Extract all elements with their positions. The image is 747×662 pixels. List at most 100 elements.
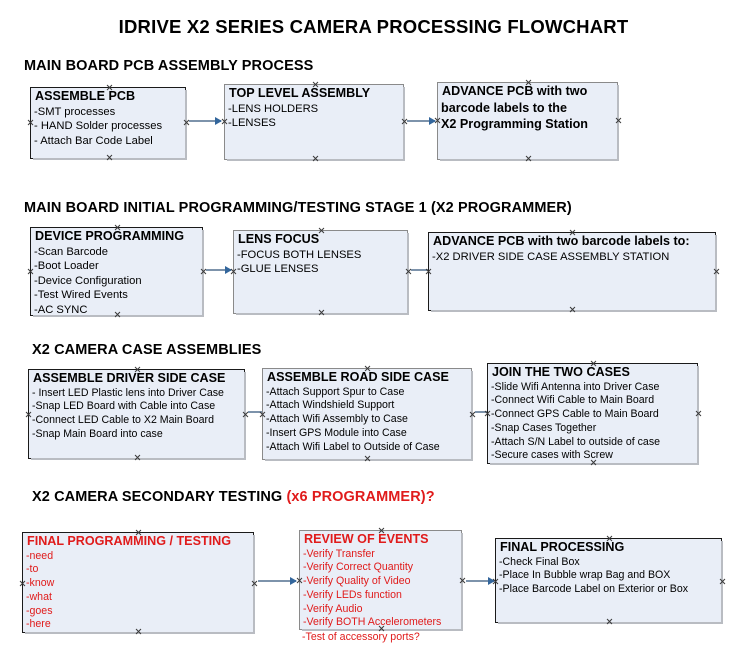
box-final-programming-testing[interactable]: FINAL PROGRAMMING / TESTING -need -to -k… <box>22 532 255 634</box>
box-line: -Slide Wifi Antenna into Driver Case <box>491 380 660 393</box>
box-body: -Slide Wifi Antenna into Driver Case -Co… <box>488 381 697 464</box>
box-line: -GLUE LENSES <box>237 263 319 276</box>
box-shadow-bottom <box>431 310 717 312</box>
box-line: -to <box>26 563 39 576</box>
review-of-events-overflow-line: -Test of accessory ports? <box>302 631 420 643</box>
arrow-head-icon <box>215 117 222 125</box>
box-line: -Scan Barcode <box>34 245 109 258</box>
box-line: -SMT processes <box>34 105 116 118</box>
box-line: -LENSES <box>228 117 276 130</box>
box-shadow-right <box>721 541 723 624</box>
box-line: -Verify Quality of Video <box>303 575 411 588</box>
box-shadow-bottom <box>25 632 255 634</box>
box-shadow-bottom <box>33 158 187 160</box>
box-line: -Connect LED Cable to X2 Main Board <box>32 414 214 427</box>
box-shadow-bottom <box>227 159 405 161</box>
box-title: ASSEMBLE DRIVER SIDE CASE <box>33 371 226 385</box>
box-line: -Verify LEDs function <box>303 588 402 601</box>
box-line: -Verify Correct Quantity <box>303 561 414 574</box>
arrow-head-icon <box>290 577 297 585</box>
box-title: LENS FOCUS <box>238 232 320 246</box>
box-lens-focus[interactable]: LENS FOCUS -FOCUS BOTH LENSES -GLUE LENS… <box>233 230 409 315</box>
box-line: -what <box>26 590 52 603</box>
arrow-head-icon <box>429 117 436 125</box>
box-line: -Snap Main Board into case <box>32 427 163 440</box>
box-line: -here <box>26 618 51 631</box>
box-shadow-bottom <box>236 313 409 315</box>
box-device-programming[interactable]: DEVICE PROGRAMMING -Scan Barcode -Boot L… <box>30 227 204 318</box>
box-body: - Insert LED Plastic lens into Driver Ca… <box>29 387 244 442</box>
box-title: ASSEMBLE PCB <box>35 89 136 103</box>
box-shadow-bottom <box>440 159 619 161</box>
box-line: -know <box>26 577 55 590</box>
box-line: -Verify Audio <box>303 602 363 615</box>
box-shadow-right <box>403 87 405 161</box>
box-shadow-right <box>617 85 619 161</box>
box-shadow-right <box>244 372 246 460</box>
box-body: -X2 DRIVER SIDE CASE ASSEMBLY STATION <box>429 250 715 265</box>
box-title: ADVANCE PCB with two barcode labels to: <box>433 234 690 248</box>
box-review-of-events[interactable]: REVIEW OF EVENTS -Verify Transfer -Verif… <box>299 530 463 631</box>
box-line: -Secure cases with Screw <box>491 449 613 462</box>
box-title: JOIN THE TWO CASES <box>492 365 630 379</box>
page-title: IDRIVE X2 SERIES CAMERA PROCESSING FLOWC… <box>118 16 629 37</box>
box-line: -Place In Bubble wrap Bag and BOX <box>499 569 671 582</box>
box-shadow-bottom <box>265 459 473 461</box>
box-body: -LENS HOLDERS -LENSES <box>225 102 403 131</box>
box-shadow-bottom <box>33 315 204 317</box>
box-line: -LENS HOLDERS <box>228 102 319 115</box>
arrow-review-to-final-processing <box>466 577 495 585</box>
arrow-top-level-to-advance-pcb <box>407 117 436 125</box>
box-shadow-right <box>461 533 463 631</box>
box-body: -FOCUS BOTH LENSES -GLUE LENSES <box>234 248 407 277</box>
box-shadow-right <box>471 371 473 461</box>
box-line: - HAND Solder processes <box>34 120 163 133</box>
box-line: -AC SYNC <box>34 303 88 316</box>
box-shadow-right <box>407 233 409 315</box>
box-advance-pcb-programming-station[interactable]: ADVANCE PCB with two barcode labels to t… <box>437 82 619 161</box>
box-line: barcode labels to the <box>441 100 567 115</box>
box-line: -Attach Wifi Label to Outside of Case <box>266 440 440 453</box>
box-shadow-bottom <box>490 463 699 465</box>
arrow-device-programming-to-lens-focus <box>206 266 232 274</box>
section-heading-x2-camera-case-assemblies: X2 CAMERA CASE ASSEMBLIES <box>32 342 262 358</box>
arrow-assemble-pcb-to-top-level <box>189 117 222 125</box>
box-line: -Test Wired Events <box>34 289 128 302</box>
box-line: -Verify Transfer <box>303 547 375 560</box>
box-join-the-two-cases[interactable]: JOIN THE TWO CASES -Slide Wifi Antenna i… <box>487 363 699 465</box>
box-title: TOP LEVEL ASSEMBLY <box>229 86 371 100</box>
section-heading-accent: (x6 PROGRAMMER)? <box>286 489 435 505</box>
box-line: -Verify BOTH Accelerometers <box>303 616 442 629</box>
box-title: ADVANCE PCB with two <box>442 84 588 98</box>
box-body: -Verify Transfer -Verify Correct Quantit… <box>300 548 461 631</box>
box-line: -Attach Support Spur to Case <box>266 385 405 398</box>
box-line: -Connect GPS Cable to Main Board <box>491 408 659 421</box>
box-assemble-road-side-case[interactable]: ASSEMBLE ROAD SIDE CASE -Attach Support … <box>262 368 473 461</box>
box-body: barcode labels to the X2 Programming Sta… <box>438 100 617 133</box>
box-line: -goes <box>26 604 53 617</box>
box-body: -Scan Barcode -Boot Loader -Device Confi… <box>31 245 202 318</box>
box-line: -X2 DRIVER SIDE CASE ASSEMBLY STATION <box>432 250 670 263</box>
arrow-head-icon <box>488 577 495 585</box>
box-title: FINAL PROGRAMMING / TESTING <box>27 534 232 548</box>
box-assemble-driver-side-case[interactable]: ASSEMBLE DRIVER SIDE CASE - Insert LED P… <box>28 369 246 460</box>
box-final-processing[interactable]: FINAL PROCESSING -Check Final Box -Place… <box>495 538 723 624</box>
box-line: -Check Final Box <box>499 555 580 568</box>
box-line: -Attach Windshield Support <box>266 399 395 412</box>
box-line: -Snap LED Board with Cable into Case <box>32 400 216 413</box>
box-shadow-right <box>202 230 204 317</box>
box-top-level-assembly[interactable]: TOP LEVEL ASSEMBLY -LENS HOLDERS -LENSES <box>224 84 405 161</box>
box-line: -Place Barcode Label on Exterior or Box <box>499 583 689 596</box>
section-heading-main-board-initial-programming: MAIN BOARD INITIAL PROGRAMMING/TESTING S… <box>24 200 572 216</box>
box-line: -Attach Wifi Assembly to Case <box>266 413 408 426</box>
box-shadow-right <box>185 90 187 160</box>
box-body: -need -to -know -what -goes -here <box>23 550 253 633</box>
box-shadow-right <box>715 235 717 312</box>
box-shadow-bottom <box>31 458 246 460</box>
box-line: -FOCUS BOTH LENSES <box>237 248 362 261</box>
box-line: -Attach S/N Label to outside of case <box>491 435 661 448</box>
box-advance-pcb-driver-side-station[interactable]: ADVANCE PCB with two barcode labels to: … <box>428 232 717 312</box>
box-line: -Snap Cases Together <box>491 421 597 434</box>
box-line: -Connect Wifi Cable to Main Board <box>491 394 655 407</box>
box-assemble-pcb[interactable]: ASSEMBLE PCB -SMT processes - HAND Solde… <box>30 87 187 160</box>
